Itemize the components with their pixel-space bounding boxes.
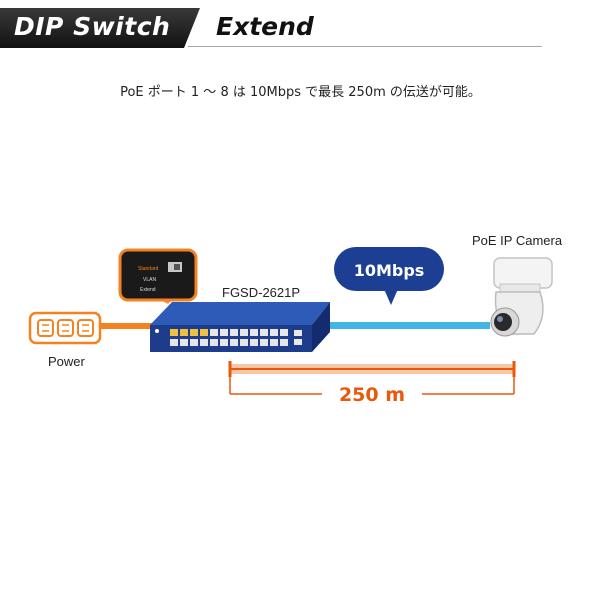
dip-label-vlan: VLAN bbox=[143, 277, 156, 283]
speed-label: 10Mbps bbox=[354, 261, 425, 280]
switch-port bbox=[250, 329, 258, 336]
switch-port bbox=[230, 329, 238, 336]
dip-switch-callout bbox=[118, 248, 198, 304]
switch-port bbox=[260, 329, 268, 336]
switch-port bbox=[200, 339, 208, 346]
header-divider bbox=[188, 46, 542, 47]
ip-camera-icon bbox=[490, 257, 553, 337]
description-text: PoE ポート 1 ～ 8 は 10Mbps で最長 250m の伝送が可能。 bbox=[120, 85, 481, 100]
dip-label-standard: Standard bbox=[138, 266, 159, 272]
switch-port bbox=[250, 339, 258, 346]
mode-value: Extend bbox=[216, 12, 314, 41]
power-cable bbox=[98, 323, 166, 329]
switch-port bbox=[280, 329, 288, 336]
network-switch-icon bbox=[150, 302, 330, 352]
power-outlet-icon bbox=[28, 311, 102, 345]
switch-port bbox=[280, 339, 288, 346]
speed-bubble bbox=[334, 247, 444, 305]
distance-label: 250 m bbox=[339, 384, 405, 406]
data-cable bbox=[312, 322, 490, 329]
switch-port bbox=[210, 339, 218, 346]
switch-port bbox=[270, 339, 278, 346]
switch-port bbox=[240, 329, 248, 336]
switch-port bbox=[190, 329, 198, 336]
power-label: Power bbox=[48, 354, 85, 369]
switch-port bbox=[190, 339, 198, 346]
switch-port bbox=[180, 329, 188, 336]
switch-port bbox=[270, 329, 278, 336]
switch-port bbox=[260, 339, 268, 346]
mode-title: DIP Switch bbox=[14, 12, 171, 41]
header-banner bbox=[0, 8, 200, 48]
switch-port bbox=[170, 329, 178, 336]
switch-port bbox=[200, 329, 208, 336]
switch-port bbox=[240, 339, 248, 346]
dip-label-extend: Extend bbox=[140, 287, 156, 293]
switch-port bbox=[210, 329, 218, 336]
switch-port bbox=[180, 339, 188, 346]
camera-label: PoE IP Camera bbox=[472, 233, 563, 248]
switch-port bbox=[230, 339, 238, 346]
switch-port bbox=[170, 339, 178, 346]
distance-indicator bbox=[228, 361, 516, 395]
switch-port bbox=[220, 339, 228, 346]
switch-model-label: FGSD-2621P bbox=[222, 285, 301, 300]
switch-port bbox=[220, 329, 228, 336]
